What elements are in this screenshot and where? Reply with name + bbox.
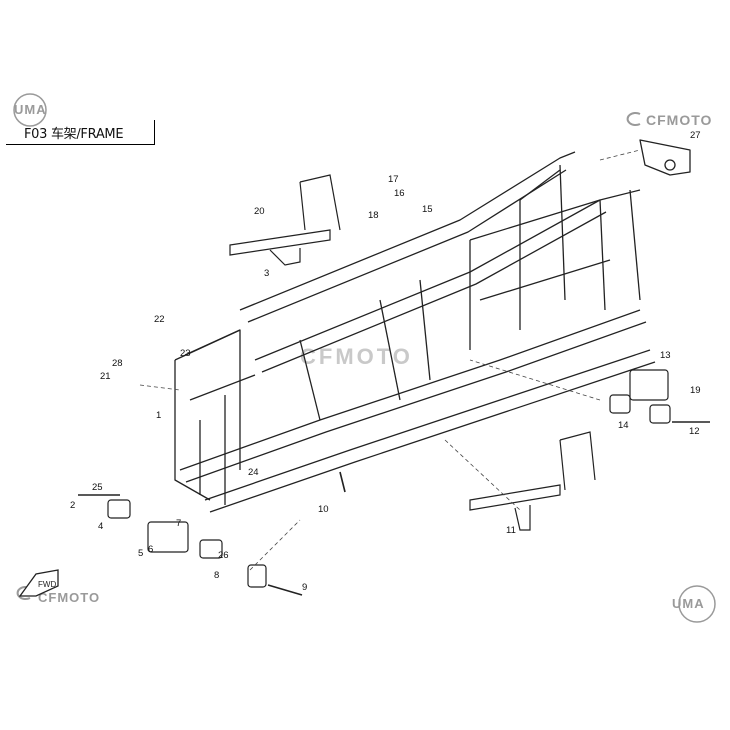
callout-10: 10 [318,504,329,515]
callout-15: 15 [422,204,433,215]
callout-18: 18 [368,210,379,221]
callout-11: 11 [506,525,516,536]
footrest-right [469,431,596,531]
main-frame [174,139,691,513]
callout-26: 26 [218,550,229,561]
callout-13: 13 [660,350,671,361]
fwd-arrow-icon: FWD [18,569,59,597]
callout-27: 27 [690,130,701,141]
bolts [78,421,710,596]
callout-2: 2 [70,500,75,511]
callout-16: 16 [394,188,405,199]
callout-14: 14 [618,420,629,431]
callout-28: 28 [112,358,123,369]
callout-23: 23 [180,348,191,359]
callout-5: 5 [138,548,143,559]
callout-3: 3 [264,268,269,279]
assembly-guides [139,149,641,571]
callout-9: 9 [302,582,307,593]
callout-17: 17 [388,174,399,185]
brand-bottom-left: CFMOTO [38,590,101,605]
brand-top-left: UMA [14,102,47,117]
callout-21: 21 [100,371,111,382]
cfmoto-logo-icon [16,112,641,600]
title-frame [6,120,155,145]
callout-25: 25 [92,482,103,493]
engine-mount-rear [609,369,671,424]
callout-24: 24 [248,467,259,478]
callout-7: 7 [176,518,181,529]
page-title: F03 车架/FRAME [24,127,124,142]
engine-mount-front [107,499,267,588]
callout-12: 12 [689,426,700,437]
callout-22: 22 [154,314,165,325]
brand-top-right: CFMOTO [646,112,713,128]
callout-20: 20 [254,206,265,217]
callout-19: 19 [690,385,701,396]
callout-1: 1 [156,410,161,421]
uma-logo-icon [13,93,716,623]
callout-4: 4 [98,521,103,532]
callout-6: 6 [148,544,153,555]
callout-8: 8 [214,570,219,581]
svg-text:FWD: FWD [38,580,56,589]
callout-labels: 1 2 3 4 5 6 7 8 9 10 11 12 13 14 15 16 1… [70,130,701,593]
footrest-left [229,174,341,266]
